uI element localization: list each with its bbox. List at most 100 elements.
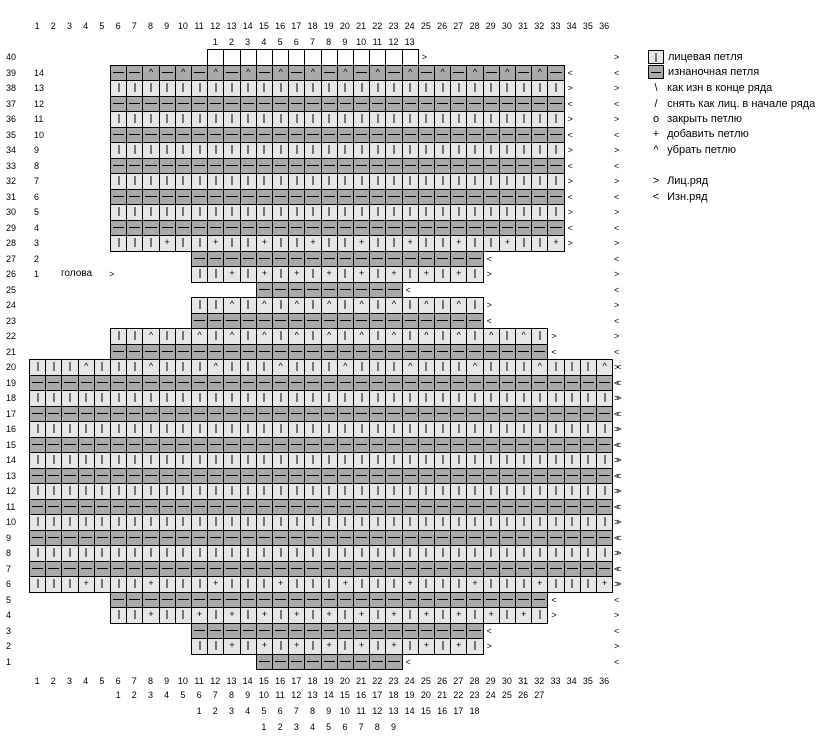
stitch-cell xyxy=(385,390,403,407)
stitch-cell xyxy=(304,390,322,407)
knit-mark xyxy=(442,548,444,557)
purl-mark xyxy=(372,660,384,662)
stitch-cell xyxy=(272,111,290,128)
legend-sym-1: \ xyxy=(654,82,658,94)
stitch-cell xyxy=(320,142,338,159)
knit-mark xyxy=(280,517,282,526)
stitch-cell xyxy=(498,607,516,624)
stitch-cell xyxy=(174,328,192,345)
stitch-cell xyxy=(434,95,452,112)
purl-mark xyxy=(372,102,384,104)
purl-mark xyxy=(194,350,206,352)
stitch-cell xyxy=(191,390,209,407)
knit-mark xyxy=(118,455,120,464)
decrease-mark: ^ xyxy=(148,330,154,340)
knit-mark xyxy=(312,517,314,526)
knit-mark xyxy=(425,207,427,216)
stitch-cell xyxy=(596,421,614,438)
col-number-bottom: 19 xyxy=(323,676,334,686)
knit-mark xyxy=(53,393,55,402)
knit-mark xyxy=(118,517,120,526)
stitch-cell xyxy=(126,188,144,205)
stitch-cell xyxy=(223,421,241,438)
stitch-cell xyxy=(272,157,290,174)
stitch-cell xyxy=(498,529,516,546)
stitch-cell: ^ xyxy=(515,328,533,345)
purl-mark xyxy=(96,381,108,383)
knit-mark xyxy=(458,207,460,216)
knit-mark xyxy=(539,83,541,92)
row-direction-right: < xyxy=(614,470,620,481)
stitch-cell xyxy=(417,80,435,97)
stitch-cell: + xyxy=(336,576,354,593)
stitch-cell xyxy=(110,64,128,81)
stitch-cell xyxy=(466,235,484,252)
purl-mark xyxy=(80,474,92,476)
knit-mark xyxy=(247,145,249,154)
knit-mark xyxy=(442,455,444,464)
purl-mark xyxy=(582,567,594,569)
purl-mark xyxy=(226,257,238,259)
stitch-cell xyxy=(417,622,435,639)
purl-mark xyxy=(258,226,270,228)
increase-mark: + xyxy=(342,578,349,588)
stitch-cell xyxy=(417,529,435,546)
knit-mark xyxy=(442,145,444,154)
purl-mark xyxy=(323,164,335,166)
row-direction-right: > xyxy=(614,207,620,217)
knit-mark xyxy=(344,269,346,278)
purl-mark xyxy=(258,164,270,166)
stitch-cell xyxy=(272,374,290,391)
knit-mark xyxy=(442,331,444,340)
knit-mark xyxy=(247,393,249,402)
knit-mark xyxy=(263,145,265,154)
stitch-cell xyxy=(126,374,144,391)
stitch-cell xyxy=(223,126,241,143)
stitch-cell xyxy=(158,452,176,469)
stitch-cell xyxy=(401,483,419,500)
knit-mark xyxy=(523,362,525,371)
increase-mark: + xyxy=(358,640,365,650)
stitch-cell xyxy=(272,560,290,577)
increase-mark: + xyxy=(196,609,203,619)
purl-mark xyxy=(453,443,465,445)
purl-mark xyxy=(339,133,351,135)
purl-mark xyxy=(469,381,481,383)
stitch-cell xyxy=(498,126,516,143)
purl-mark xyxy=(291,660,303,662)
stitch-cell xyxy=(353,545,371,562)
purl-mark xyxy=(469,505,481,507)
stitch-cell xyxy=(255,576,273,593)
knit-mark xyxy=(425,362,427,371)
stitch-cell xyxy=(239,390,257,407)
purl-mark xyxy=(307,288,319,290)
stitch-cell xyxy=(385,622,403,639)
purl-mark xyxy=(194,164,206,166)
stitch-cell xyxy=(563,576,581,593)
row-direction-right: < xyxy=(614,160,620,171)
row-side-marker: < xyxy=(567,222,573,233)
knit-mark xyxy=(409,610,411,619)
purl-mark xyxy=(437,443,449,445)
purl-mark xyxy=(323,629,335,631)
purl-mark xyxy=(177,350,189,352)
stitch-cell: ^ xyxy=(466,359,484,376)
knit-mark xyxy=(199,300,201,309)
purl-mark xyxy=(534,164,546,166)
knit-mark xyxy=(490,424,492,433)
stitch-cell xyxy=(255,142,273,159)
row-number: 6 xyxy=(6,579,12,589)
knit-mark xyxy=(182,145,184,154)
stitch-cell xyxy=(417,142,435,159)
knit-mark xyxy=(215,269,217,278)
knit-mark xyxy=(215,455,217,464)
stitch-cell xyxy=(466,390,484,407)
stitch-cell xyxy=(401,157,419,174)
stitch-cell xyxy=(547,405,565,422)
stitch-cell xyxy=(563,467,581,484)
purl-mark xyxy=(258,102,270,104)
purl-mark xyxy=(388,660,400,662)
purl-mark xyxy=(194,505,206,507)
purl-mark xyxy=(518,133,530,135)
bottom-col-number: 17 xyxy=(372,690,383,700)
